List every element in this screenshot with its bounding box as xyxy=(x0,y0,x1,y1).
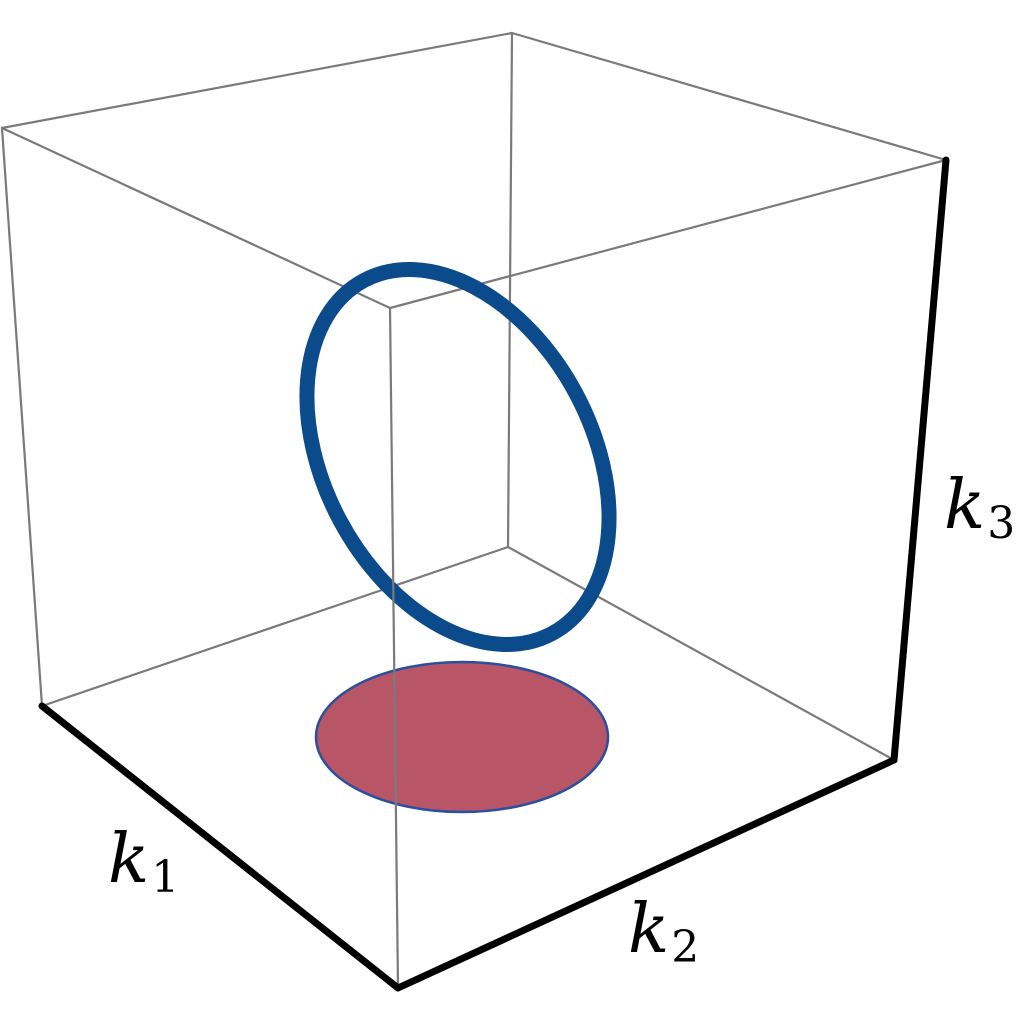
nodal-ring xyxy=(299,262,617,652)
k2-symbol: k xyxy=(628,890,669,969)
k1-axis-line xyxy=(38,702,402,992)
k1-subscript: 1 xyxy=(151,852,179,903)
box-back-edges xyxy=(0,31,948,762)
edge-front-vertical xyxy=(388,306,400,990)
edge-back-bottom-left xyxy=(40,545,510,708)
k2-axis-line xyxy=(394,756,898,992)
k1-symbol: k xyxy=(108,820,149,899)
k3-symbol: k xyxy=(944,466,985,545)
projection-disk xyxy=(314,660,610,814)
edge-back-bottom-right xyxy=(506,545,896,762)
box-front-edges xyxy=(0,126,948,708)
k2-axis-label: k2 xyxy=(628,890,699,973)
edge-top-front-left xyxy=(0,126,392,310)
k3-axis-line xyxy=(890,156,950,764)
edge-back-vertical xyxy=(506,31,514,549)
edge-left-vertical xyxy=(0,126,44,708)
k2-subscript: 2 xyxy=(671,922,699,973)
edge-back-top-right xyxy=(510,31,948,162)
k1-axis-label: k1 xyxy=(108,820,179,903)
k3-subscript: 3 xyxy=(987,498,1015,549)
k3-axis-label: k3 xyxy=(944,466,1015,549)
axis-edges xyxy=(38,156,950,992)
edge-back-top-left xyxy=(0,31,514,130)
